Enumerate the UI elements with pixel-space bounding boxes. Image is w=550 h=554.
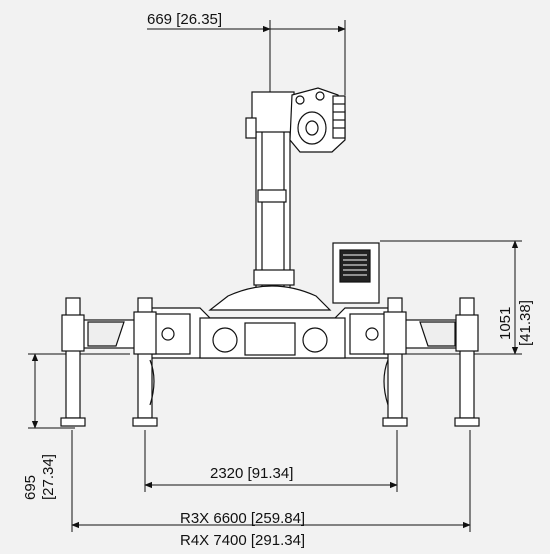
boom-head <box>251 91 295 133</box>
top-offset-label: 669 [26.35] <box>147 11 222 28</box>
outrigger-leg-inner-right <box>382 297 408 427</box>
overall-width-dimension <box>71 430 471 532</box>
outrigger-leg-outer-right <box>454 297 480 427</box>
machine-outline <box>60 87 480 427</box>
r3x-width-label: R3X 6600 [259.84] <box>180 510 305 527</box>
column-height-in-label: [41.38] <box>517 300 534 346</box>
turret-base <box>208 285 332 311</box>
outrigger-leg-inner-left <box>132 297 158 427</box>
track-width-dimension <box>144 430 398 492</box>
outrigger-height-mm-label: 695 <box>22 475 39 500</box>
outrigger-leg-outer-left <box>60 297 86 427</box>
top-offset-dimension <box>147 20 346 95</box>
track-width-label: 2320 [91.34] <box>210 465 293 482</box>
r4x-width-label: R4X 7400 [291.34] <box>180 532 305 549</box>
outrigger-height-in-label: [27.34] <box>40 454 57 500</box>
column-height-mm-label: 1051 <box>497 307 514 340</box>
